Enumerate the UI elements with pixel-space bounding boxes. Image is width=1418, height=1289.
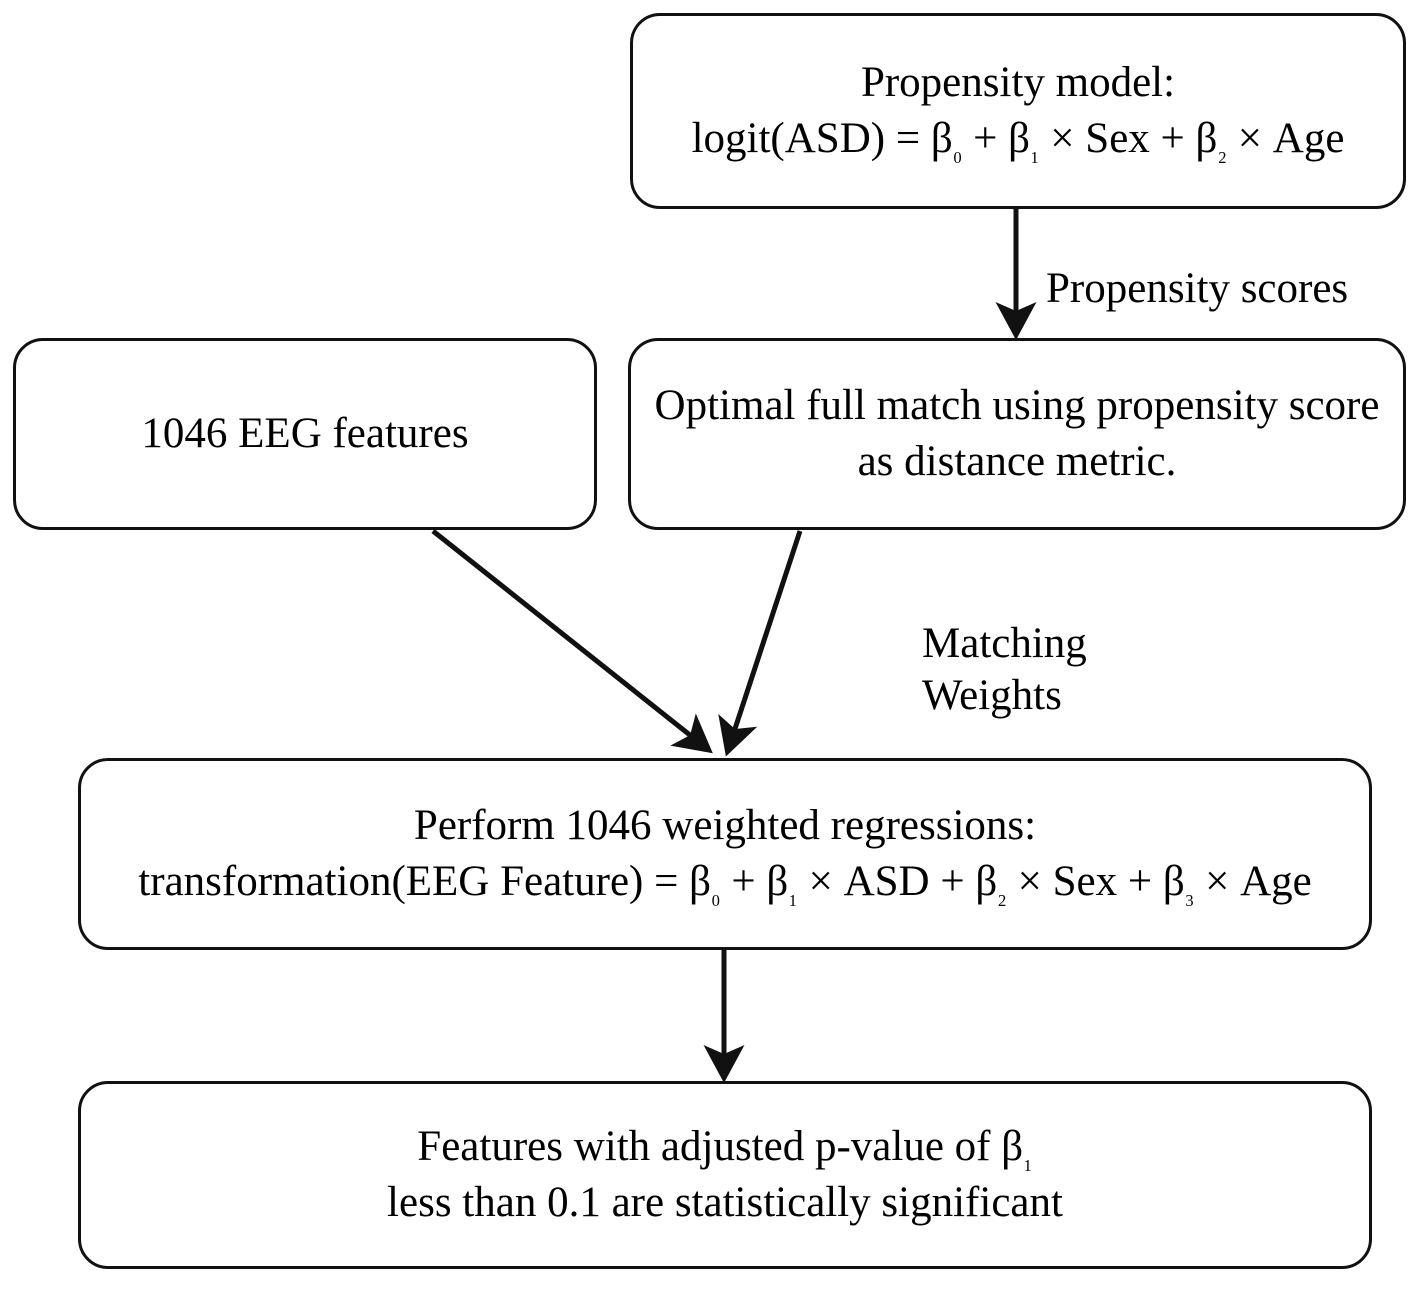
node-optimal-match-text: Optimal full match using propensity scor… (631, 378, 1403, 490)
node-significance: Features with adjusted p-value of β₁ les… (78, 1081, 1372, 1269)
edge-label-matching-weights-line1: Matching (922, 620, 1087, 667)
node-eeg-features-line1: 1046 EEG features (141, 410, 469, 458)
node-regressions-text: Perform 1046 weighted regressions: trans… (81, 798, 1369, 910)
node-propensity-model-text: Propensity model: logit(ASD) = β₀ + β₁ ×… (633, 55, 1403, 167)
edge-label-propensity-scores: Propensity scores (1046, 265, 1349, 312)
node-regressions-line2: transformation(EEG Feature) = β₀ + β₁ × … (138, 858, 1312, 907)
node-propensity-model-line1: Propensity model: (860, 59, 1176, 107)
edge-label-matching-weights-line2: Weights (922, 672, 1062, 720)
node-propensity-model: Propensity model: logit(ASD) = β₀ + β₁ ×… (630, 13, 1406, 209)
node-optimal-match-line1: Optimal full match using propensity scor… (654, 382, 1380, 430)
node-significance-line2: less than 0.1 are statistically signific… (387, 1179, 1063, 1226)
edge-match-to-regressions (718, 530, 803, 757)
node-propensity-model-line2: logit(ASD) = β₀ + β₁ × Sex + β₂ × Age (691, 115, 1345, 164)
node-regressions-line1: Perform 1046 weighted regressions: (413, 802, 1037, 850)
edge-features-to-regressions (431, 529, 713, 754)
edge-label-matching-weights: Matching Weights (922, 618, 1087, 723)
node-significance-line1: Features with adjusted p-value of β₁ (417, 1123, 1033, 1172)
node-eeg-features: 1046 EEG features (13, 338, 597, 530)
node-optimal-match-line2: as distance metric. (857, 438, 1177, 485)
node-regressions: Perform 1046 weighted regressions: trans… (78, 758, 1372, 950)
node-significance-text: Features with adjusted p-value of β₁ les… (81, 1119, 1369, 1231)
node-eeg-features-text: 1046 EEG features (16, 406, 594, 462)
node-optimal-match: Optimal full match using propensity scor… (628, 338, 1406, 530)
